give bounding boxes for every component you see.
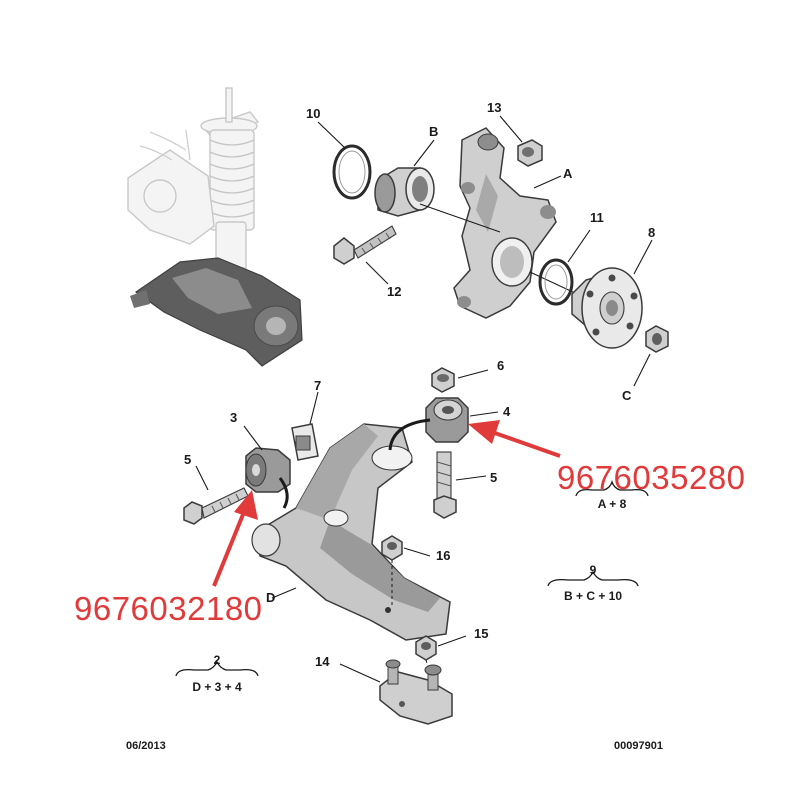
bolt-5-right: [433, 451, 457, 519]
wheel-bearing-B: [374, 167, 435, 217]
callout-5-left: 5: [184, 452, 191, 467]
coil-spring: [209, 129, 255, 231]
part-number-rear: 9676035280: [557, 459, 746, 496]
nut-15: [415, 635, 437, 681]
ball-joint-14: [379, 659, 453, 725]
callout-D: D: [266, 590, 275, 605]
callout-7: 7: [314, 378, 321, 393]
callout-C: C: [622, 388, 632, 403]
callout-11: 11: [590, 210, 604, 225]
nut-16: [381, 535, 403, 608]
nut-6: [431, 367, 455, 393]
callout-A: A: [563, 166, 573, 181]
nut-13: [517, 139, 543, 167]
strut-assembly: [127, 87, 303, 367]
kit-9-number: 9: [590, 563, 597, 577]
kit-2: 2 D + 3 + 4: [175, 653, 259, 694]
hub-carrier-A: [453, 127, 557, 319]
callout-10: 10: [306, 106, 320, 121]
bushing-4: [425, 397, 469, 443]
callout-5-right: 5: [490, 470, 497, 485]
hub-nut-C: [645, 325, 669, 353]
kit-a8-parts: A + 8: [598, 497, 627, 511]
kit-2-number: 2: [214, 653, 221, 667]
callout-3: 3: [230, 410, 237, 425]
bolt-5-left: [183, 487, 249, 525]
callout-12: 12: [387, 284, 401, 299]
wheel-hub-8: [571, 267, 643, 349]
callout-15: 15: [474, 626, 488, 641]
callout-16: 16: [436, 548, 450, 563]
annotation-front-bushing: 9676032180: [74, 490, 263, 627]
control-arm-D: [251, 423, 451, 641]
circlip-10: [332, 144, 372, 200]
callout-6: 6: [497, 358, 504, 373]
callout-14: 14: [315, 654, 330, 669]
footer-code: 00097901: [614, 740, 663, 752]
bolt-12: [333, 225, 397, 265]
part-number-front: 9676032180: [74, 590, 263, 627]
seal-ring-11: [538, 258, 574, 306]
red-arrow-shaft-rear: [491, 430, 561, 458]
bushing-3: [245, 447, 291, 493]
callout-4: 4: [503, 404, 511, 419]
bracket-7: [291, 423, 319, 461]
red-arrow-head-front: [234, 490, 258, 520]
kit-9: 9 B + C + 10: [547, 563, 639, 603]
footer-date: 06/2013: [126, 740, 166, 752]
callout-8: 8: [648, 225, 655, 240]
red-arrow-head-rear: [468, 420, 500, 444]
annotation-rear-bushing: 9676035280: [468, 420, 746, 496]
kit-9-parts: B + C + 10: [564, 589, 622, 603]
callout-13: 13: [487, 100, 501, 115]
kit-a8: A + 8: [575, 479, 649, 511]
callout-B: B: [429, 124, 438, 139]
red-arrow-shaft-front: [212, 511, 246, 587]
kit-2-parts: D + 3 + 4: [192, 680, 242, 694]
